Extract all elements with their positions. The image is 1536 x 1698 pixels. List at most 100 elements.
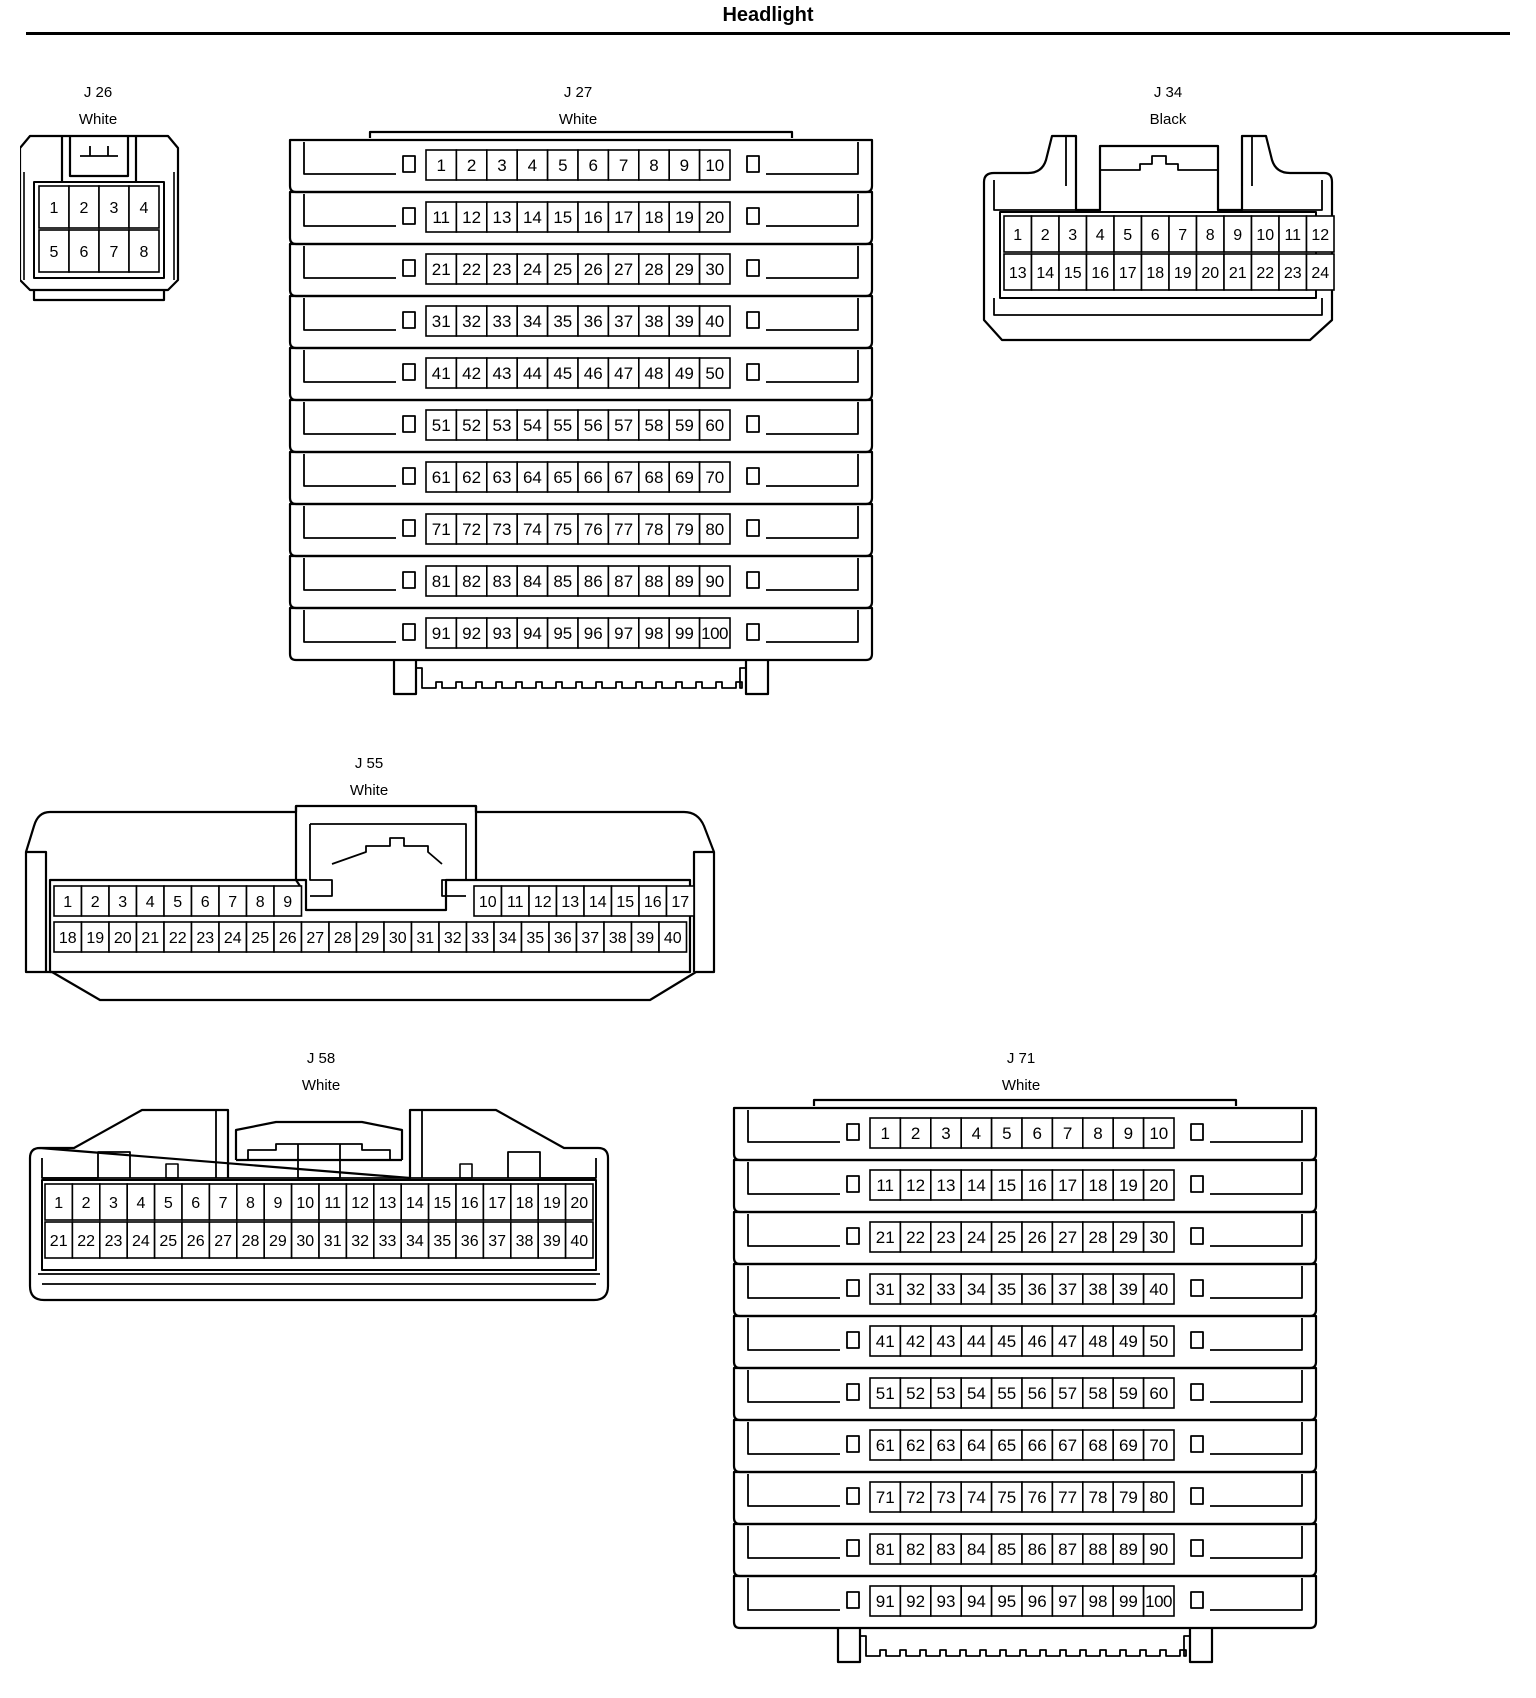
row-slot-right [1210,1318,1303,1351]
row-lock-right [746,207,760,225]
pin-number: 81 [876,1540,895,1559]
pin-number: 59 [675,416,694,435]
pin-39: 39 [668,305,701,337]
pin-96: 96 [577,617,610,649]
pin-cell [577,461,610,493]
pin-cell [328,921,358,953]
pin-cell [637,201,670,233]
row-slot-left [303,402,396,435]
pin-23: 23 [1278,253,1308,291]
pin-number: 7 [219,1195,228,1212]
pin-number: 86 [1028,1540,1047,1559]
pin-number: 4 [1096,227,1105,244]
row-slot-left [747,1422,840,1455]
pin-52: 52 [899,1377,932,1409]
pin-19: 19 [668,201,701,233]
pin-cell [668,201,701,233]
pin-number: 10 [1256,227,1274,244]
pin-number: 9 [680,156,689,175]
pin-cell [546,565,579,597]
pin-number: 80 [705,520,724,539]
pin-29: 29 [1112,1221,1145,1253]
pin-35: 35 [520,921,550,953]
pin-33: 33 [465,921,495,953]
pin-64: 64 [516,461,549,493]
pin-number: 31 [432,312,451,331]
pin-number: 58 [1089,1384,1108,1403]
pin-23: 23 [930,1221,963,1253]
pin-cell [637,305,670,337]
pin-60: 60 [1142,1377,1175,1409]
pin-27: 27 [208,1221,238,1259]
pin-39: 39 [1112,1273,1145,1305]
pin-4: 4 [135,885,165,917]
pin-number: 38 [645,312,664,331]
pin-number: 8 [1093,1124,1102,1143]
pin-57: 57 [607,409,640,441]
pin-number: 71 [432,520,451,539]
pin-number: 6 [1151,227,1160,244]
pin-cell [153,1183,183,1221]
pin-cell [135,921,165,953]
latch-notch [1100,155,1218,171]
pin-number: 74 [967,1488,986,1507]
pin-number: 11 [324,1195,341,1212]
pin-31: 31 [425,305,458,337]
pin-number: 11 [876,1176,894,1195]
pin-number: 51 [432,416,451,435]
pin-11: 11 [1278,215,1308,253]
pin-6: 6 [68,229,100,273]
pin-43: 43 [930,1325,963,1357]
row-slot-right [1210,1214,1303,1247]
pin-80: 80 [1142,1481,1175,1513]
pin-number: 30 [705,260,724,279]
pin-55: 55 [546,409,579,441]
pin-8: 8 [1195,215,1225,253]
pin-cell [465,921,495,953]
pin-number: 55 [997,1384,1016,1403]
pin-5: 5 [153,1183,183,1221]
pin-cell [698,617,731,649]
pin-number: 75 [997,1488,1016,1507]
pin-20: 20 [108,921,138,953]
pin-78: 78 [637,513,670,545]
pin-26: 26 [273,921,303,953]
row-slot-left [747,1526,840,1559]
pin-cell [372,1183,402,1221]
pin-number: 21 [432,260,451,279]
row-lock-right [1190,1435,1204,1453]
row-slot-left [303,506,396,539]
pin-cell [425,409,458,441]
pin-51: 51 [425,409,458,441]
pin-20: 20 [1195,253,1225,291]
pin-number: 98 [645,624,664,643]
row-lock-left [402,363,416,381]
pin-96: 96 [1021,1585,1054,1617]
pin-24: 24 [1305,253,1335,291]
pin-number: 82 [462,572,481,591]
pin-24: 24 [960,1221,993,1253]
pin-cell [425,513,458,545]
pin-number: 2 [82,1195,91,1212]
pin-number: 23 [493,260,512,279]
pin-10: 10 [290,1183,320,1221]
pin-number: 38 [516,1233,534,1250]
pin-cell [1142,1429,1175,1461]
pin-number: 69 [1119,1436,1138,1455]
pin-number: 22 [906,1228,925,1247]
row-lock-right [746,571,760,589]
pin-cell [425,617,458,649]
row-lock-right [746,363,760,381]
pin-40: 40 [1142,1273,1175,1305]
pin-82: 82 [899,1533,932,1565]
pin-11: 11 [425,201,458,233]
pin-number: 60 [705,416,724,435]
pin-cell [1142,1533,1175,1565]
pin-number: 33 [493,312,512,331]
pin-cell [181,1221,211,1259]
pin-cell [181,1183,211,1221]
pin-cell [930,1377,963,1409]
pin-cell [38,185,70,229]
pin-cell [383,921,413,953]
pin-cell [899,1117,932,1149]
